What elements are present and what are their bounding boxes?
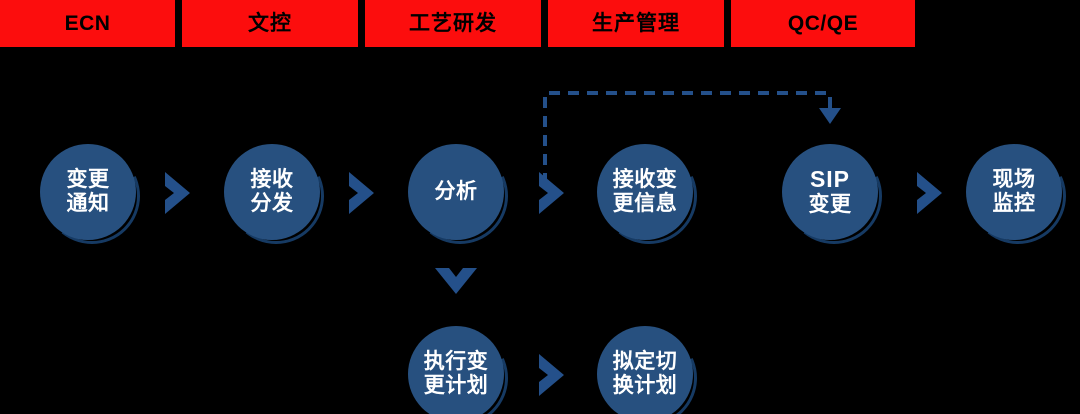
node-ring-change-notice [49, 165, 140, 244]
node-disc-receive-change-info: 接收变 更信息 [597, 144, 693, 240]
header-label-process-rd: 工艺研发 [409, 12, 497, 35]
node-ring-draft-switch-plan [606, 347, 697, 414]
node-label-receive-change-info-2: 更信息 [612, 192, 678, 215]
node-label-change-notice-1: 变更 [66, 168, 110, 192]
chevron-right-icon-bottom-1 [537, 352, 567, 398]
node-draft-switch-plan[interactable]: 拟定切 换计划 [597, 326, 697, 414]
header-label-ecn: ECN [64, 12, 111, 35]
header-cell-document-control[interactable]: 文控 [182, 0, 358, 47]
node-label-analysis-1: 分析 [434, 180, 478, 204]
node-disc-analysis: 分析 [408, 144, 504, 240]
node-label-sip-change-1: SIP [809, 166, 851, 193]
header-cell-process-rd[interactable]: 工艺研发 [365, 0, 541, 47]
node-disc-receive-distribute: 接收 分发 [224, 144, 320, 240]
node-ring-onsite-monitoring [975, 165, 1066, 244]
node-sip-change[interactable]: SIP 变更 [782, 144, 882, 244]
node-ring-analysis [417, 165, 508, 244]
node-label-change-notice-2: 通知 [66, 192, 110, 215]
node-label-execute-change-plan-1: 执行变 [423, 350, 489, 374]
node-label-onsite-monitoring-1: 现场 [992, 168, 1036, 192]
node-label-receive-distribute-2: 分发 [250, 192, 294, 215]
chevron-right-icon-3 [537, 170, 567, 216]
chevron-right-icon-4 [915, 170, 945, 216]
process-phase-header: ECN 文控 工艺研发 生产管理 QC/QE [0, 0, 915, 47]
header-label-production-management: 生产管理 [592, 12, 680, 35]
header-label-qc-qe: QC/QE [787, 12, 859, 35]
node-disc-change-notice: 变更 通知 [40, 144, 136, 240]
node-disc-onsite-monitoring: 现场 监控 [966, 144, 1062, 240]
chevron-right-icon-1 [163, 170, 193, 216]
node-execute-change-plan[interactable]: 执行变 更计划 [408, 326, 508, 414]
header-cell-qc-qe[interactable]: QC/QE [731, 0, 915, 47]
chevron-down-icon-analysis [433, 266, 479, 298]
node-change-notice[interactable]: 变更 通知 [40, 144, 140, 244]
feedback-dashed-arrow [534, 84, 854, 194]
node-label-draft-switch-plan-2: 换计划 [612, 374, 678, 397]
node-disc-sip-change: SIP 变更 [782, 144, 878, 240]
node-onsite-monitoring[interactable]: 现场 监控 [966, 144, 1066, 244]
chevron-right-icon-2 [347, 170, 377, 216]
node-receive-distribute[interactable]: 接收 分发 [224, 144, 324, 244]
node-label-sip-change-2: 变更 [808, 193, 852, 217]
node-disc-draft-switch-plan: 拟定切 换计划 [597, 326, 693, 414]
node-ring-receive-distribute [233, 165, 324, 244]
node-label-draft-switch-plan-1: 拟定切 [612, 350, 678, 374]
node-analysis[interactable]: 分析 [408, 144, 508, 244]
node-ring-execute-change-plan [417, 347, 508, 414]
node-ring-receive-change-info [606, 165, 697, 244]
node-label-receive-distribute-1: 接收 [250, 168, 294, 192]
node-ring-sip-change [791, 165, 882, 244]
node-label-execute-change-plan-2: 更计划 [423, 374, 489, 397]
header-cell-ecn[interactable]: ECN [0, 0, 175, 47]
header-cell-production-management[interactable]: 生产管理 [548, 0, 724, 47]
node-receive-change-info[interactable]: 接收变 更信息 [597, 144, 697, 244]
header-label-document-control: 文控 [248, 12, 292, 35]
node-label-receive-change-info-1: 接收变 [612, 168, 678, 192]
node-label-onsite-monitoring-2: 监控 [992, 192, 1036, 215]
node-disc-execute-change-plan: 执行变 更计划 [408, 326, 504, 414]
